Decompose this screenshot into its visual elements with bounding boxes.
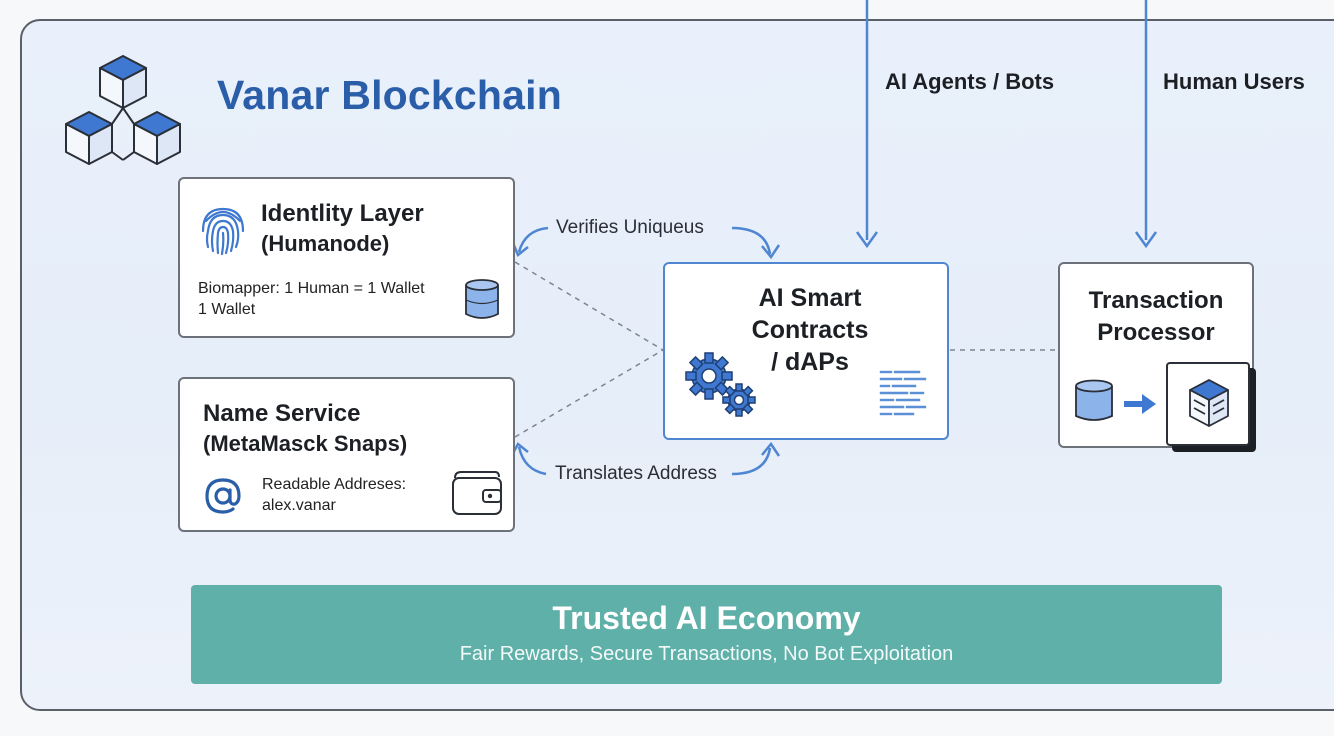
right-arrow-icon xyxy=(1124,394,1156,414)
cubes-logo-icon xyxy=(65,55,181,165)
arrow-verifies-left xyxy=(517,226,549,253)
block-cube-icon xyxy=(1189,379,1229,427)
processor-database-icon xyxy=(1075,379,1113,421)
arrow-translates-right xyxy=(731,447,772,476)
trusted-ai-economy-banner: Trusted AI Economy Fair Rewards, Secure … xyxy=(191,585,1222,684)
identity-desc-line1: Biomapper: 1 Human = 1 Wallet xyxy=(198,280,425,297)
ai-contracts-line1: AI Smart xyxy=(758,284,862,312)
dashed-connector-identity xyxy=(514,261,664,351)
ai-contracts-line3: / dAPs xyxy=(771,348,849,376)
actor-human-users: Human Users xyxy=(1163,69,1305,94)
identity-desc-line2: 1 Wallet xyxy=(198,301,256,318)
economy-title: Trusted AI Economy xyxy=(552,600,861,636)
arrow-translates-left xyxy=(517,446,547,476)
flow-label-translates: Translates Address xyxy=(555,463,717,484)
processor-line1: Transaction xyxy=(1088,287,1224,314)
dashed-connector-nameservice xyxy=(514,349,664,438)
economy-subtitle: Fair Rewards, Secure Transactions, No Bo… xyxy=(459,643,954,665)
gears-icon xyxy=(685,352,756,417)
code-lines-icon xyxy=(879,370,927,416)
ai-contracts-line2: Contracts xyxy=(751,316,869,344)
wallet-icon xyxy=(452,471,502,515)
name-service-subtitle: (MetaMasck Snaps) xyxy=(203,431,408,456)
fingerprint-icon xyxy=(201,207,245,256)
ai-smart-contracts-box: AI Smart Contracts / dAPs xyxy=(663,262,949,440)
identity-title: Identlity Layer xyxy=(261,200,424,227)
flow-label-verifies: Verifies Uniqueus xyxy=(556,217,704,238)
name-service-desc-line2: alex.vanar xyxy=(262,497,336,514)
arrow-verifies-right xyxy=(731,226,772,255)
name-service-desc-line1: Readable Addreses: xyxy=(262,476,407,493)
page-title: Vanar Blockchain xyxy=(217,72,563,118)
actor-ai-agents: AI Agents / Bots xyxy=(885,69,1055,94)
identity-subtitle: (Humanode) xyxy=(261,231,390,256)
at-sign-icon xyxy=(205,478,241,514)
name-service-title: Name Service xyxy=(203,400,361,427)
block-card xyxy=(1166,362,1250,446)
identity-layer-box: Identlity Layer (Humanode) Biomapper: 1 … xyxy=(178,177,515,338)
processor-line2: Processor xyxy=(1097,319,1215,346)
name-service-box: Name Service (MetaMasck Snaps) Readable … xyxy=(178,377,515,532)
transaction-processor-box: Transaction Processor xyxy=(1058,262,1254,448)
database-icon xyxy=(465,279,499,319)
